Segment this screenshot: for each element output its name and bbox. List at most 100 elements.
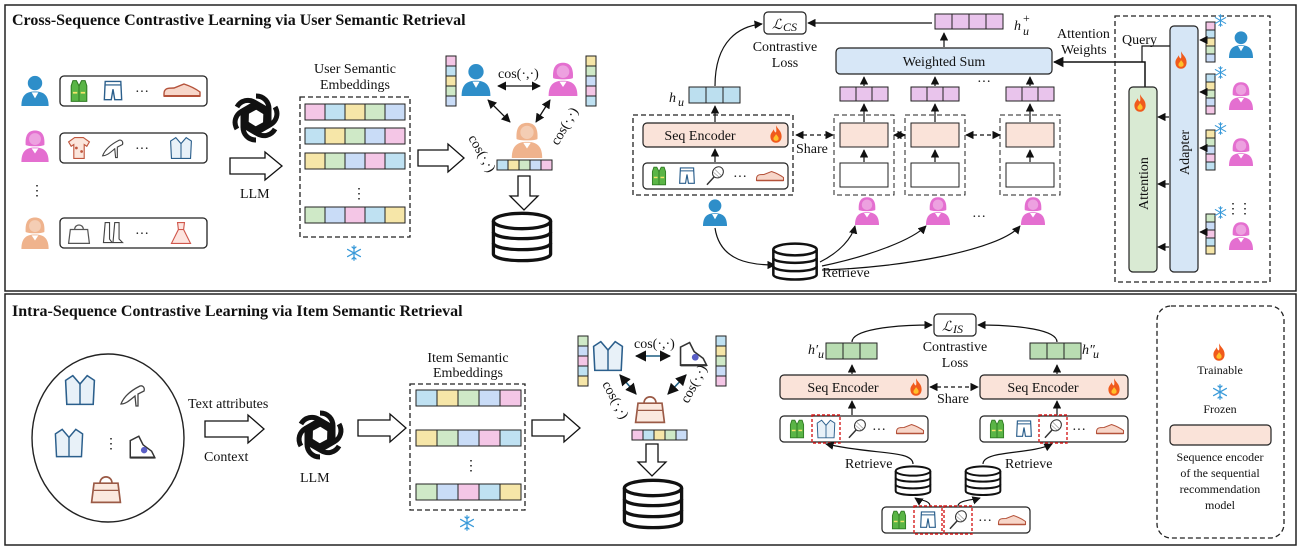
retrieve-label: Retrieve — [1005, 457, 1052, 472]
shirt-icon — [592, 340, 624, 372]
embedding-cell — [968, 13, 987, 30]
embedding-cell — [457, 429, 480, 447]
embedding-cell — [577, 355, 589, 367]
embedding-cell — [304, 152, 326, 170]
legend-seq-desc-4: model — [1205, 498, 1236, 512]
item-embedding-rows — [415, 389, 522, 501]
ellipsis: ··· — [978, 514, 992, 529]
legend-box — [1156, 305, 1285, 539]
embedding-cell — [715, 345, 727, 357]
share-label: Share — [937, 392, 969, 407]
embedding-cell — [577, 375, 589, 387]
embedding-cell — [664, 429, 677, 441]
loss-symbol: ℒ — [772, 18, 783, 33]
snowflake-icon — [346, 245, 362, 261]
contrastive-loss-2: Loss — [942, 356, 968, 371]
share-label: Share — [796, 142, 828, 157]
embedding-cell — [364, 206, 386, 224]
embedding-cell — [1205, 29, 1216, 39]
seq-encoder-block — [1005, 122, 1055, 148]
embedding-cell — [499, 429, 522, 447]
user-icon — [703, 199, 727, 226]
legend-seq-desc-3: recommendation — [1180, 482, 1261, 496]
user-embeddings-title-1: User Semantic — [314, 62, 396, 77]
contrastive-loss-1: Contrastive — [753, 40, 818, 55]
database-icon — [964, 465, 1002, 497]
embedding-cell — [529, 159, 542, 171]
user-icon — [461, 64, 491, 96]
user-icon — [511, 122, 543, 158]
ellipsis: ··· — [872, 423, 886, 438]
embedding-cell — [1205, 161, 1216, 171]
retrieved-encoder-box — [833, 114, 895, 196]
embedding-cell — [951, 13, 970, 30]
embedding-cell — [384, 103, 406, 121]
seq-encoder-block — [910, 122, 960, 148]
embedding-cell — [1205, 229, 1216, 239]
embedding-cell — [1205, 237, 1216, 247]
embedding-cell — [715, 375, 727, 387]
llm-logo-icon — [294, 413, 345, 458]
embedding-cell — [384, 152, 406, 170]
embedding-cell — [585, 75, 597, 87]
embedding-cell — [1205, 105, 1216, 115]
llm-label: LLM — [300, 471, 330, 486]
embedding-cell — [507, 159, 520, 171]
hollow-arrow — [417, 142, 465, 174]
h-u-sub: u — [678, 95, 684, 109]
replaced-item-highlight — [1038, 414, 1068, 444]
adapter-label: Adapter — [1178, 130, 1193, 175]
snowflake-icon — [1214, 66, 1227, 79]
embedding-cell — [942, 86, 960, 102]
item-embeddings-title-1: Item Semantic — [427, 351, 508, 366]
embedding-cell — [1205, 153, 1216, 163]
h-u-label: h — [669, 91, 676, 106]
embedding-cell — [585, 95, 597, 107]
embedding-cell — [839, 86, 857, 102]
cos-label: cos(·,·) — [498, 67, 539, 82]
embedding-cell — [688, 86, 707, 104]
main-encoder-box — [632, 114, 794, 196]
embedding-cell — [910, 86, 928, 102]
attention-weights-1: Attention — [1057, 27, 1110, 42]
hollow-arrow — [357, 412, 407, 444]
weighted-sum-block — [835, 47, 1053, 75]
loss-subscript: IS — [952, 322, 963, 336]
user-icon — [855, 197, 879, 225]
user-embeddings-box — [299, 96, 411, 238]
embedding-cell — [457, 483, 480, 501]
loss-subscript: CS — [783, 20, 797, 34]
legend-seq-desc-2: of the sequential — [1180, 466, 1260, 480]
embedding-cell — [304, 103, 326, 121]
embedding-cell — [344, 127, 366, 145]
augmented-sequence-1 — [779, 415, 929, 443]
embedding-cell — [540, 159, 553, 171]
vertical-ellipsis: ⋮ — [352, 187, 366, 202]
embedding-cell — [436, 429, 459, 447]
embedding-cell — [384, 127, 406, 145]
embedding-cell — [1205, 221, 1216, 231]
cos-label: cos(·,·) — [548, 105, 582, 148]
loss-is-box — [933, 313, 977, 337]
ellipsis: ··· — [1072, 423, 1086, 438]
embedding-cell — [577, 365, 589, 377]
embedding-cell — [496, 159, 509, 171]
loss-cs-box — [763, 11, 807, 35]
legend-seq-desc-1: Sequence encoder — [1177, 450, 1264, 464]
embedding-cell — [675, 429, 688, 441]
hollow-arrow — [531, 412, 581, 444]
context-label: Context — [204, 450, 248, 465]
snowflake-icon — [1212, 384, 1228, 400]
attention-weights-2: Weights — [1061, 43, 1107, 58]
embedding-cell — [445, 65, 457, 77]
hollow-arrow — [204, 413, 265, 445]
embedding-cell — [855, 86, 873, 102]
user-row-2: ··· — [21, 130, 208, 164]
embedding-cell — [344, 206, 366, 224]
seq-encoder-block — [979, 374, 1129, 400]
contrastive-loss-2: Loss — [772, 56, 798, 71]
h-sub: u — [1093, 347, 1099, 361]
embedding-cell — [457, 389, 480, 407]
ellipsis: ··· — [135, 227, 149, 242]
